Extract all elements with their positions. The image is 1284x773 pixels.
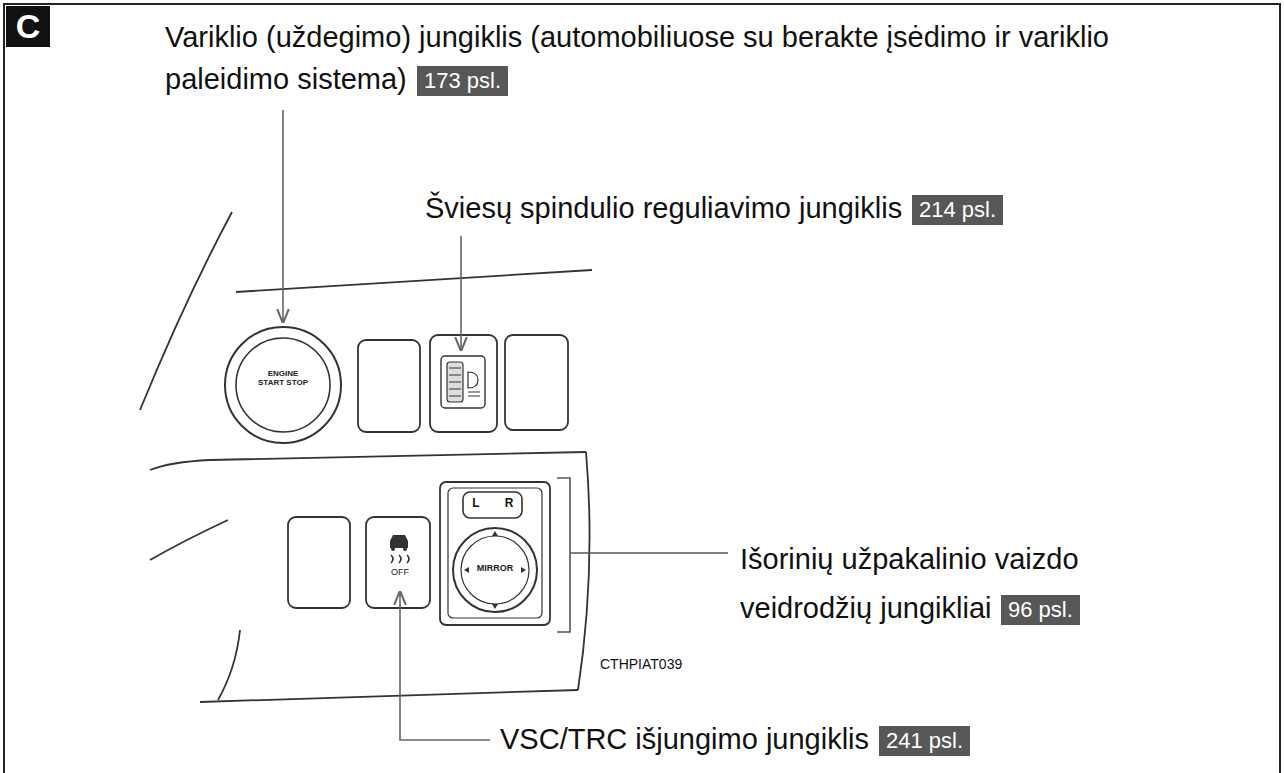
page-reference-text: 96 psl. xyxy=(1008,597,1073,623)
frame xyxy=(4,4,1280,773)
headlight-leveling-switch xyxy=(430,335,497,432)
switch-text: OFF xyxy=(380,568,420,577)
figure-code: CTHPIAT039 xyxy=(600,656,740,673)
bracket xyxy=(557,478,728,632)
section-letter-text: C xyxy=(16,7,41,46)
page-reference: 173 psl. xyxy=(417,66,508,96)
callout-text: Šviesų spindulio reguliavimo jungiklis xyxy=(425,190,945,228)
page-reference: 96 psl. xyxy=(1001,595,1080,625)
mirror-switch xyxy=(440,482,550,625)
panel-outline xyxy=(140,212,592,702)
button-text: ENGINE START STOP xyxy=(258,369,308,387)
page-reference-text: 241 psl. xyxy=(886,728,963,754)
callout-text: Išorinių užpakalinio vaizdo veidrodžių j… xyxy=(740,535,1170,634)
switch-text: MIRROR xyxy=(470,564,520,573)
page-reference: 214 psl. xyxy=(912,195,1003,225)
section-letter: C xyxy=(6,6,50,47)
blank-switch xyxy=(288,335,568,608)
page-reference: 241 psl. xyxy=(879,726,970,756)
switch-letter: L xyxy=(470,497,482,509)
callout-text: Variklio (uždegimo) jungiklis (automobil… xyxy=(165,16,1125,100)
callout-text: VSC/TRC išjungimo jungiklis xyxy=(500,722,1100,757)
switch-letter: R xyxy=(503,497,515,509)
page-reference-text: 214 psl. xyxy=(919,197,996,223)
engine-start-button xyxy=(225,327,341,443)
vsc-off-switch xyxy=(366,517,430,608)
page-reference-text: 173 psl. xyxy=(424,68,501,94)
